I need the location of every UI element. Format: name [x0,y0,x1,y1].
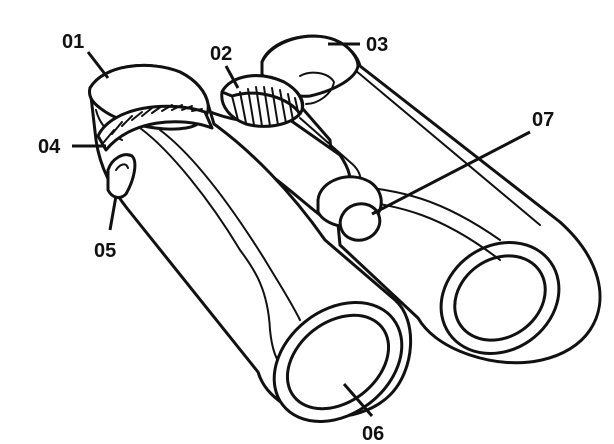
callout-02-label: 02 [210,43,232,65]
callout-lines [72,42,531,417]
callout-07-label: 07 [532,109,554,131]
callout-labels: 01 02 03 04 05 06 07 [38,31,554,444]
callout-05-line [108,195,118,231]
callout-04-label: 04 [38,136,61,158]
callout-01-line [86,51,110,79]
callout-06-line [342,383,374,417]
focus-wheel [220,74,305,128]
right-barrel [260,34,602,365]
callout-06-label: 06 [362,423,384,444]
callout-02-line [224,65,240,89]
left-barrel [88,63,413,423]
hinge-button [316,175,383,242]
callout-05-label: 05 [94,240,116,262]
callout-07-line [371,130,531,216]
callout-03-label: 03 [366,34,388,56]
callout-01-label: 01 [62,31,84,53]
